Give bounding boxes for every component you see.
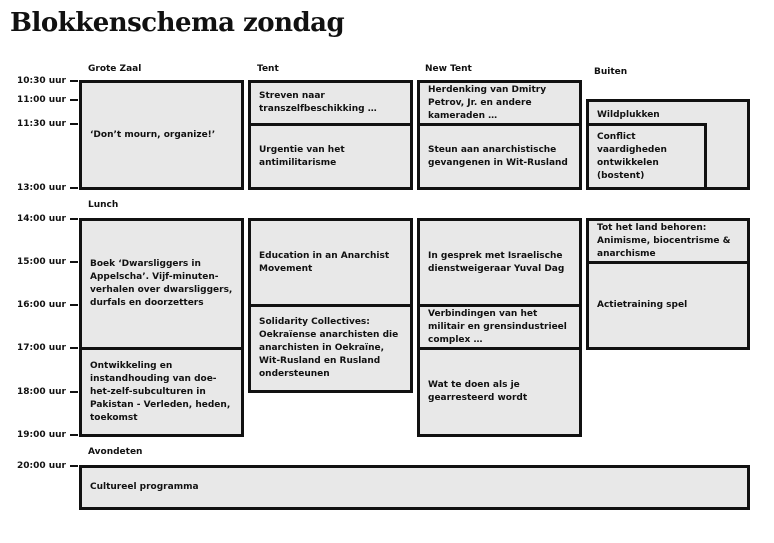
time-tick	[70, 347, 78, 349]
session-block[interactable]: Cultureel programma	[79, 465, 750, 510]
session-block[interactable]: Herdenking van Dmitry Petrov, Jr. en and…	[417, 80, 582, 126]
session-title: Verbindingen van het militair en grensin…	[428, 308, 567, 345]
session-title: Wildplukken	[597, 110, 660, 120]
session-block[interactable]: Boek ‘Dwarsliggers in Appelscha’. Vijf-m…	[79, 218, 244, 350]
session-block[interactable]: Ontwikkeling en instandhouding van doe-h…	[79, 347, 244, 437]
session-block[interactable]: Education in an Anarchist Movement	[248, 218, 413, 308]
session-title: In gesprek met Israelische dienstweigera…	[428, 251, 565, 274]
time-tick	[70, 465, 78, 467]
session-block[interactable]: Wat te doen als je gearresteerd wordt	[417, 347, 582, 437]
session-title: Tot het land behoren: Animisme, biocentr…	[597, 222, 731, 259]
time-label: 19:00 uur	[16, 430, 66, 440]
time-label: 18:00 uur	[16, 387, 66, 397]
time-label: 14:00 uur	[16, 214, 66, 224]
session-block[interactable]: Solidarity Collectives: Oekraïense anarc…	[248, 304, 413, 393]
time-tick	[70, 123, 78, 125]
session-block[interactable]: ‘Don’t mourn, organize!’	[79, 80, 244, 190]
time-tick	[70, 304, 78, 306]
session-title: Actietraining spel	[597, 300, 688, 310]
session-title: Urgentie van het antimilitarisme	[259, 144, 345, 168]
session-title: Cultureel programma	[90, 482, 199, 492]
time-tick	[70, 261, 78, 263]
session-title: Solidarity Collectives: Oekraïense anarc…	[259, 317, 399, 379]
time-label: 13:00 uur	[16, 183, 66, 193]
time-label: 11:30 uur	[16, 119, 66, 129]
time-label: 10:30 uur	[16, 76, 66, 86]
time-tick	[70, 99, 78, 101]
time-tick	[70, 218, 78, 220]
session-block[interactable]: In gesprek met Israelische dienstweigera…	[417, 218, 582, 308]
time-label: 11:00 uur	[16, 95, 66, 105]
session-title: Ontwikkeling en instandhouding van doe-h…	[90, 360, 231, 423]
section-label-avondeten: Avondeten	[88, 447, 143, 457]
time-tick	[70, 187, 78, 189]
session-title: Steun aan anarchistische gevangenen in W…	[428, 144, 568, 168]
session-title: Wat te doen als je gearresteerd wordt	[428, 380, 528, 403]
session-block[interactable]: Streven naar transzelfbeschikking …	[248, 80, 413, 126]
session-block[interactable]: Actietraining spel	[586, 261, 750, 350]
session-block[interactable]: Steun aan anarchistische gevangenen in W…	[417, 123, 582, 190]
time-label: 17:00 uur	[16, 343, 66, 353]
column-header-buiten: Buiten	[594, 67, 628, 77]
time-tick	[70, 391, 78, 393]
time-label: 20:00 uur	[16, 461, 66, 471]
section-label-lunch: Lunch	[88, 200, 119, 210]
time-label: 16:00 uur	[16, 300, 66, 310]
column-header-new-tent: New Tent	[425, 64, 472, 74]
page-title: Blokkenschema zondag	[10, 8, 345, 38]
session-block[interactable]: Conflict vaardigheden ontwikkelen (boste…	[586, 123, 707, 190]
time-label: 15:00 uur	[16, 257, 66, 267]
session-block[interactable]: Verbindingen van het militair en grensin…	[417, 304, 582, 350]
session-title: Boek ‘Dwarsliggers in Appelscha’. Vijf-m…	[90, 259, 233, 308]
session-block[interactable]: Urgentie van het antimilitarisme	[248, 123, 413, 190]
session-title: Herdenking van Dmitry Petrov, Jr. en and…	[428, 84, 547, 121]
session-block[interactable]: Tot het land behoren: Animisme, biocentr…	[586, 218, 750, 264]
column-header-grote-zaal: Grote Zaal	[88, 64, 142, 74]
time-tick	[70, 80, 78, 82]
session-title: Streven naar transzelfbeschikking …	[259, 91, 377, 114]
column-header-tent: Tent	[257, 64, 279, 74]
session-title: ‘Don’t mourn, organize!’	[90, 129, 216, 140]
time-tick	[70, 434, 78, 436]
session-title: Conflict vaardigheden ontwikkelen (boste…	[597, 131, 667, 181]
session-title: Education in an Anarchist Movement	[259, 251, 390, 274]
